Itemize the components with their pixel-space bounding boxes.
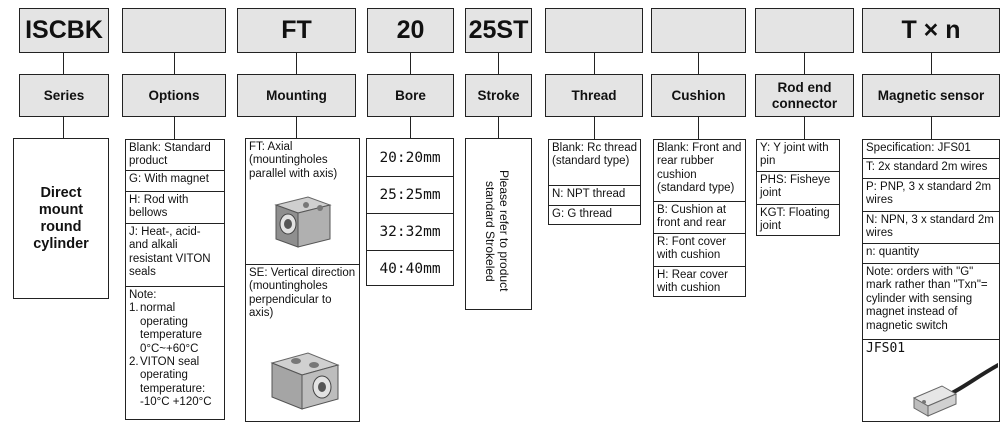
axial-mount-block-image: [274, 196, 332, 248]
options-item-j: J: Heat-, acid- and alkali resistant VIT…: [126, 223, 224, 286]
code-mounting-text: FT: [281, 16, 312, 44]
rod-end-item-y: Y: Y joint with pin: [760, 142, 829, 168]
options-item-blank: Blank: Standard product: [129, 142, 211, 168]
code-sensor: T × n: [862, 8, 1000, 53]
code-rod-end: [755, 8, 854, 53]
options-item-g: G: With magnet: [126, 170, 224, 192]
sensor-item-n: N: NPN, 3 x standard 2m wires: [863, 211, 999, 243]
code-bore-text: 20: [396, 16, 425, 44]
mounting-ft: FT: Axial (mountingholes parallel with a…: [246, 139, 359, 264]
code-options: [122, 8, 226, 53]
header-bore: Bore: [367, 74, 454, 117]
thread-item-npt: N: NPT thread: [549, 185, 640, 206]
bore-size-20: 20:20mm: [379, 149, 441, 166]
options-note-2: 2.VITON seal operating temperature: -10°…: [129, 356, 212, 409]
code-bore: 20: [367, 8, 454, 53]
rod-end-item-kgt: KGT: Floating joint: [757, 204, 839, 237]
sensor-item-quantity: n: quantity: [863, 243, 999, 263]
mounting-table: FT: Axial (mountingholes parallel with a…: [245, 138, 360, 422]
cushion-item-r: R: Font cover with cushion: [654, 233, 745, 266]
code-stroke-text: 25ST: [468, 16, 529, 44]
cushion-item-b: B: Cushion at front and rear: [654, 201, 745, 233]
code-sensor-text: T × n: [901, 16, 961, 44]
thread-item-blank: Blank: Rc thread (standard type): [552, 142, 638, 168]
sensor-table: Specification: JFS01 T: 2x standard 2m w…: [862, 139, 1000, 422]
code-mounting: FT: [237, 8, 356, 53]
sensor-item-spec: Specification: JFS01: [866, 142, 971, 154]
sensor-image-label: JFS01: [866, 341, 906, 356]
sensor-item-note: Note: orders with "G" mark rather than "…: [863, 263, 999, 339]
options-note-1: 1.normal operating temperature 0°C~+60°C: [129, 302, 203, 355]
rod-end-table: Y: Y joint with pin PHS: Fisheye joint K…: [756, 139, 840, 236]
thread-item-g: G: G thread: [549, 205, 640, 226]
sensor-item-p: P: PNP, 3 x standard 2m wires: [863, 178, 999, 211]
cushion-item-blank: Blank: Front and rear rubber cushion (st…: [657, 142, 742, 195]
code-series-text: ISCBK: [25, 16, 103, 44]
code-stroke: 25ST: [465, 8, 532, 53]
sensor-image-panel: JFS01: [863, 339, 999, 423]
sensor-item-t: T: 2x standard 2m wires: [863, 158, 999, 178]
header-stroke: Stroke: [465, 74, 532, 117]
code-thread: [545, 8, 643, 53]
header-thread: Thread: [545, 74, 643, 117]
bore-size-32: 32:32mm: [367, 213, 453, 250]
header-cushion: Cushion: [651, 74, 746, 117]
header-series: Series: [19, 74, 109, 117]
options-note: Note: 1.normal operating temperature 0°C…: [126, 286, 224, 421]
cushion-table: Blank: Front and rear rubber cushion (st…: [653, 139, 746, 297]
stroke-box: Please refer to product standard Strokel…: [465, 138, 532, 310]
series-description-box: Direct mount round cylinder: [13, 138, 109, 299]
stroke-note: Please refer to product standard Strokel…: [483, 170, 511, 292]
code-series: ISCBK: [19, 8, 109, 53]
options-item-h: H: Rod with bellows: [126, 191, 224, 223]
mounting-se: SE: Vertical direction (mountingholes pe…: [246, 264, 359, 423]
series-description: Direct mount round cylinder: [33, 184, 89, 252]
bore-size-40: 40:40mm: [367, 250, 453, 287]
thread-table: Blank: Rc thread (standard type) N: NPT …: [548, 139, 641, 225]
options-note-title: Note:: [129, 289, 157, 301]
header-options: Options: [122, 74, 226, 117]
options-table: Blank: Standard product G: With magnet H…: [125, 139, 225, 420]
code-cushion: [651, 8, 746, 53]
jfs01-sensor-image: [912, 362, 998, 417]
bore-size-25: 25:25mm: [367, 176, 453, 213]
vertical-mount-block-image: [270, 352, 340, 410]
bore-table: 20:20mm 25:25mm 32:32mm 40:40mm: [366, 138, 454, 286]
header-mounting: Mounting: [237, 74, 356, 117]
header-sensor: Magnetic sensor: [862, 74, 1000, 117]
cushion-item-h: H: Rear cover with cushion: [654, 266, 745, 298]
rod-end-item-phs: PHS: Fisheye joint: [757, 171, 839, 204]
